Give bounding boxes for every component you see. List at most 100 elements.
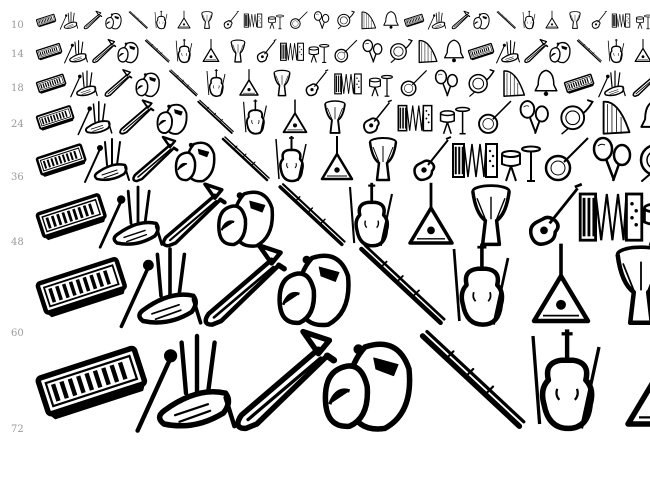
accordion-icon bbox=[334, 73, 362, 95]
castanets-icon bbox=[322, 341, 413, 432]
violin-icon bbox=[275, 136, 307, 183]
djembe-icon bbox=[273, 69, 291, 97]
guitar-icon bbox=[528, 182, 583, 246]
violin-icon bbox=[206, 69, 226, 97]
castanets-icon bbox=[277, 253, 351, 328]
drum-kit-icon bbox=[501, 145, 541, 182]
drum-kit-icon bbox=[636, 14, 650, 30]
french-horn-icon bbox=[639, 144, 650, 182]
violin-icon bbox=[522, 10, 536, 30]
keyboard-icon bbox=[563, 73, 595, 94]
castanets-icon bbox=[217, 190, 275, 248]
french-horn-icon bbox=[468, 69, 495, 97]
violin-icon bbox=[531, 329, 601, 432]
trombone-icon bbox=[104, 69, 133, 97]
djembe-icon bbox=[201, 11, 213, 29]
guitar-icon bbox=[363, 99, 393, 134]
castanets-icon bbox=[135, 72, 160, 98]
bell-icon bbox=[383, 11, 399, 29]
castanets-icon bbox=[105, 13, 122, 30]
maracas-icon bbox=[434, 69, 458, 97]
balalaika-icon bbox=[320, 136, 354, 181]
castanets-icon bbox=[473, 13, 490, 30]
djembe-icon bbox=[615, 245, 650, 326]
drum-kit-icon bbox=[369, 74, 393, 97]
trombone-icon bbox=[119, 99, 155, 135]
accordion-icon bbox=[280, 42, 304, 61]
bell-icon bbox=[640, 102, 650, 128]
accordion-icon bbox=[397, 104, 433, 132]
bagpipe-icon bbox=[59, 11, 79, 30]
banjo-icon bbox=[290, 11, 308, 29]
castanets-icon bbox=[156, 103, 188, 135]
violin-icon bbox=[452, 243, 510, 327]
djembe-icon bbox=[324, 100, 346, 134]
accordion-icon bbox=[578, 192, 644, 242]
trombone-icon bbox=[235, 328, 338, 432]
drum-kit-icon bbox=[308, 43, 330, 63]
trombone-icon bbox=[451, 10, 471, 30]
size-label-column: 10 14 18 24 36 48 60 72 bbox=[0, 0, 30, 483]
guitar-icon bbox=[591, 10, 607, 29]
bagpipe-icon bbox=[64, 40, 88, 64]
bagpipe-icon bbox=[70, 70, 98, 98]
djembe-icon bbox=[471, 184, 511, 247]
flute-icon bbox=[221, 136, 270, 182]
bagpipe-icon bbox=[496, 40, 520, 64]
bagpipe-icon bbox=[77, 101, 113, 136]
guitar-icon bbox=[305, 69, 329, 97]
flute-icon bbox=[278, 183, 346, 247]
flute-icon bbox=[359, 244, 446, 326]
flute-icon bbox=[419, 329, 526, 429]
keyboard-icon bbox=[35, 193, 107, 241]
trombone-icon bbox=[92, 38, 117, 64]
guitar-icon bbox=[413, 136, 452, 182]
banjo-icon bbox=[544, 137, 589, 182]
djembe-icon bbox=[368, 137, 398, 182]
violin-icon bbox=[607, 39, 625, 64]
size-label-24: 24 bbox=[11, 119, 24, 130]
flute-icon bbox=[576, 39, 602, 63]
flute-icon bbox=[496, 10, 516, 29]
drum-kit-icon bbox=[439, 106, 471, 135]
flute-icon bbox=[169, 69, 198, 97]
bell-icon bbox=[443, 39, 465, 63]
violin-icon bbox=[154, 10, 168, 30]
maracas-icon bbox=[362, 39, 383, 63]
banjo-icon bbox=[334, 39, 358, 63]
keyboard-icon bbox=[35, 143, 87, 177]
accordion-icon bbox=[611, 13, 631, 28]
balalaika-icon bbox=[177, 10, 191, 29]
castanets-icon bbox=[174, 141, 216, 183]
violin-icon bbox=[348, 182, 394, 248]
violin-icon bbox=[243, 99, 267, 135]
balalaika-icon bbox=[239, 69, 259, 96]
size-label-10: 10 bbox=[11, 20, 24, 31]
guitar-icon bbox=[223, 10, 239, 29]
djembe-icon bbox=[569, 11, 581, 29]
size-label-48: 48 bbox=[11, 237, 24, 248]
balalaika-icon bbox=[634, 39, 650, 63]
size-label-18: 18 bbox=[11, 83, 24, 94]
bagpipe-icon bbox=[98, 185, 164, 249]
keyboard-icon bbox=[35, 345, 148, 420]
djembe-icon bbox=[230, 39, 246, 63]
keyboard-icon bbox=[35, 73, 67, 94]
size-label-60: 60 bbox=[11, 328, 24, 339]
maracas-icon bbox=[519, 100, 549, 135]
drum-kit-icon bbox=[268, 14, 284, 30]
keyboard-icon bbox=[35, 42, 63, 61]
maracas-icon bbox=[592, 136, 632, 182]
keyboard-icon bbox=[35, 105, 75, 131]
violin-icon bbox=[175, 39, 193, 64]
banjo-icon bbox=[400, 69, 428, 97]
trombone-icon bbox=[161, 182, 227, 248]
castanets-icon bbox=[117, 41, 139, 64]
bagpipe-icon bbox=[84, 138, 130, 183]
balalaika-icon bbox=[282, 99, 308, 134]
flute-icon bbox=[128, 10, 148, 29]
banjo-icon bbox=[478, 100, 512, 134]
size-label-72: 72 bbox=[11, 424, 24, 435]
maracas-icon bbox=[313, 11, 330, 29]
